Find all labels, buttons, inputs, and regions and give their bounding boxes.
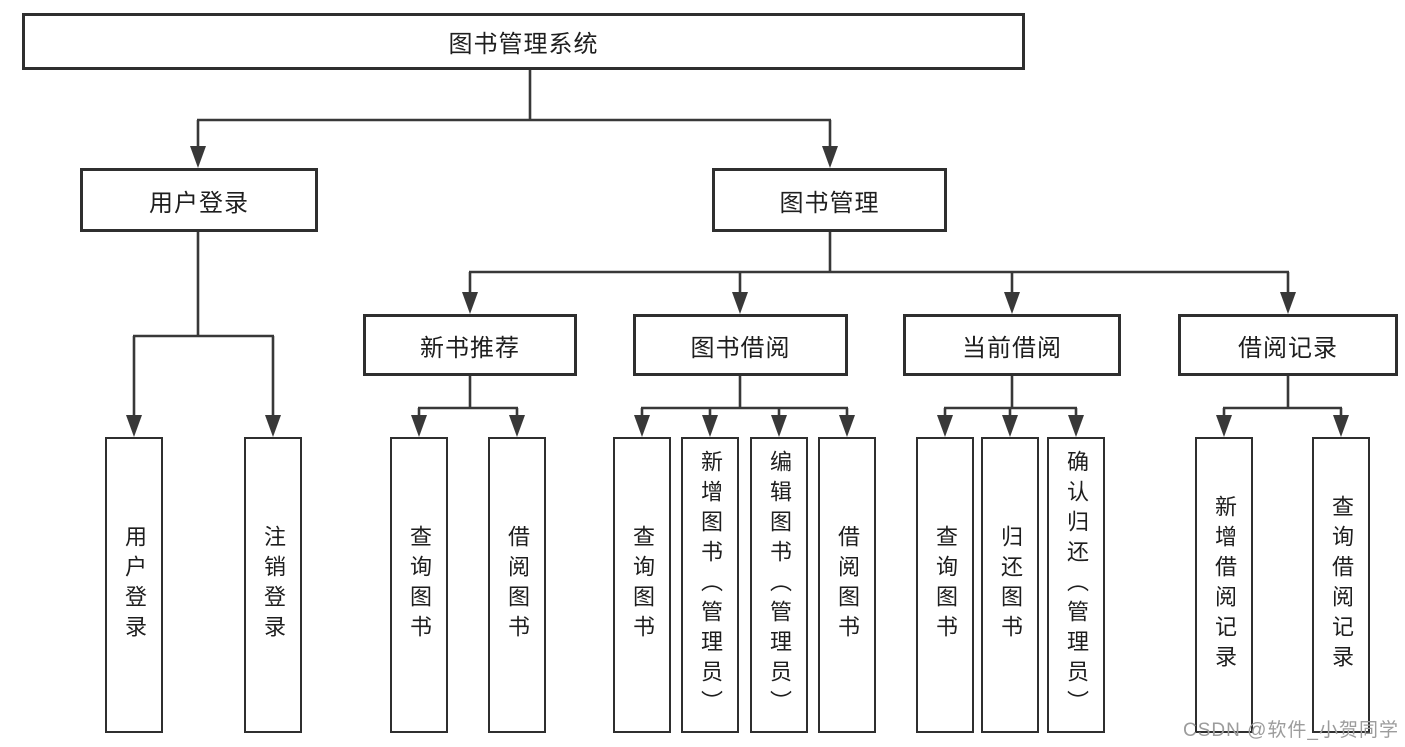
leaf-current-confirm-return-admin: 确认归还（管理员） <box>1047 437 1105 733</box>
leaf-borrow-query-books: 查询图书 <box>613 437 671 733</box>
node-current-borrowing: 当前借阅 <box>903 314 1121 376</box>
node-user-login: 用户登录 <box>80 168 318 232</box>
node-book-management: 图书管理 <box>712 168 947 232</box>
connector-book-borrow-children <box>634 376 855 437</box>
connector-root-to-level2 <box>190 70 838 168</box>
node-borrowing-records: 借阅记录 <box>1178 314 1398 376</box>
node-label: 新书推荐 <box>420 334 520 362</box>
node-library-management-system: 图书管理系统 <box>22 13 1025 70</box>
leaf-label: 编辑图书（管理员） <box>767 450 792 720</box>
connector-new-book-children <box>411 376 525 437</box>
leaf-label: 查询借阅记录 <box>1329 495 1354 675</box>
leaf-label: 查询图书 <box>933 525 958 645</box>
connector-borrow-records-children <box>1216 376 1349 437</box>
connector-current-borrow-children <box>937 376 1084 437</box>
node-label: 当前借阅 <box>962 334 1062 362</box>
node-label: 图书管理 <box>779 189 880 217</box>
leaf-current-return-books: 归还图书 <box>981 437 1039 733</box>
leaf-label: 借阅图书 <box>505 525 530 645</box>
node-label: 借阅记录 <box>1238 334 1338 362</box>
leaf-current-query-books: 查询图书 <box>916 437 974 733</box>
leaf-records-query-record: 查询借阅记录 <box>1312 437 1370 733</box>
connector-user-login-children <box>126 231 281 437</box>
leaf-label: 新增借阅记录 <box>1212 495 1237 675</box>
leaf-label: 新增图书（管理员） <box>698 450 723 720</box>
leaf-label: 归还图书 <box>998 525 1023 645</box>
node-label: 图书借阅 <box>690 334 791 362</box>
leaf-records-add-record: 新增借阅记录 <box>1195 437 1253 733</box>
leaf-label: 确认归还（管理员） <box>1064 450 1089 720</box>
leaf-user-login: 用户登录 <box>105 437 163 733</box>
node-label: 用户登录 <box>149 189 249 217</box>
leaf-label: 查询图书 <box>407 525 432 645</box>
leaf-label: 借阅图书 <box>835 525 860 645</box>
node-book-borrowing: 图书借阅 <box>633 314 848 376</box>
leaf-newbook-borrow-books: 借阅图书 <box>488 437 546 733</box>
leaf-newbook-query-books: 查询图书 <box>390 437 448 733</box>
node-new-book-recommend: 新书推荐 <box>363 314 577 376</box>
leaf-borrow-borrow-books: 借阅图书 <box>818 437 876 733</box>
leaf-borrow-add-books-admin: 新增图书（管理员） <box>681 437 739 733</box>
leaf-label: 查询图书 <box>630 525 655 645</box>
leaf-label: 用户登录 <box>122 525 147 645</box>
leaf-logout: 注销登录 <box>244 437 302 733</box>
leaf-label: 注销登录 <box>261 525 286 645</box>
node-label: 图书管理系统 <box>448 31 599 58</box>
connector-book-mgmt-to-level3 <box>462 231 1296 314</box>
csdn-watermark: CSDN @软件_小贺同学 <box>1183 720 1399 741</box>
leaf-borrow-edit-books-admin: 编辑图书（管理员） <box>750 437 808 733</box>
